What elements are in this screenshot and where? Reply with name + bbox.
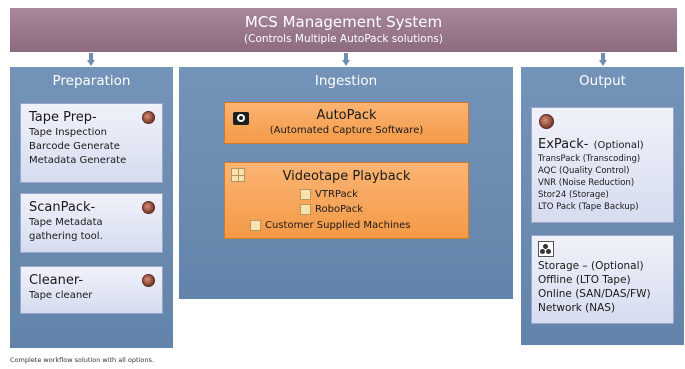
- autopack-subtitle: (Automated Capture Software): [269, 125, 424, 136]
- vtrpack-icon: [300, 189, 311, 200]
- robopack-icon: [300, 204, 311, 215]
- banner-title: MCS Management System: [244, 13, 443, 31]
- tape-prep-card: Tape Prep- Tape Inspection Barcode Gener…: [20, 103, 163, 183]
- storage-icon: [538, 241, 554, 257]
- expack-optional-note: (Optional): [593, 140, 644, 151]
- autopack-box: AutoPack (Automated Capture Software): [224, 102, 469, 144]
- storage-card: Storage – (Optional) Offline (LTO Tape) …: [531, 235, 674, 324]
- storage-line: Offline (LTO Tape): [538, 274, 631, 286]
- scanpack-card: ScanPack- Tape Metadata gathering tool.: [20, 193, 163, 253]
- expack-line: AQC (Quality Control): [538, 166, 630, 176]
- preparation-column: Preparation Tape Prep- Tape Inspection B…: [10, 67, 173, 348]
- preparation-title: Preparation: [52, 73, 131, 89]
- vtrpack-label: VTRPack: [315, 189, 358, 200]
- customer-machines-item: Customer Supplied Machines: [250, 219, 410, 232]
- connector-arrow-ingestion: [342, 53, 350, 67]
- connector-arrow-preparation: [87, 53, 95, 67]
- scanpack-line: Tape Metadata: [29, 217, 103, 228]
- cleaner-line: Tape cleaner: [29, 290, 93, 301]
- tape-prep-badge-icon: [142, 111, 155, 124]
- expack-line: TransPack (Transcoding): [538, 154, 641, 164]
- robopack-label: RoboPack: [315, 204, 364, 215]
- storage-line: Storage – (Optional): [538, 260, 644, 272]
- expack-line: Stor24 (Storage): [538, 190, 609, 200]
- autopack-heading: AutoPack: [316, 108, 377, 123]
- expack-heading: ExPack-: [538, 137, 589, 152]
- connector-arrow-output: [599, 53, 607, 67]
- ingestion-title: Ingestion: [314, 73, 378, 89]
- customer-machines-label: Customer Supplied Machines: [265, 220, 411, 231]
- storage-line: Network (NAS): [538, 302, 616, 314]
- vtrpack-item: VTRPack: [300, 188, 358, 201]
- ingestion-column: Ingestion AutoPack (Automated Capture So…: [179, 67, 513, 299]
- cleaner-card: Cleaner- Tape cleaner: [20, 266, 163, 314]
- tape-prep-line: Tape Inspection: [29, 127, 107, 138]
- banner-subtitle: (Controls Multiple AutoPack solutions): [244, 33, 443, 45]
- playback-heading: Videotape Playback: [282, 169, 411, 184]
- expack-line: VNR (Noise Reduction): [538, 178, 635, 188]
- camera-icon: [233, 112, 249, 125]
- robopack-item: RoboPack: [300, 203, 363, 216]
- output-title: Output: [579, 73, 626, 89]
- expack-card: ExPack- (Optional) TransPack (Transcodin…: [531, 107, 674, 223]
- cleaner-heading: Cleaner-: [29, 273, 84, 288]
- expack-badge-icon: [539, 114, 554, 129]
- storage-line: Online (SAN/DAS/FW): [538, 288, 651, 300]
- output-column: Output ExPack- (Optional) TransPack (Tra…: [521, 67, 684, 345]
- scanpack-heading: ScanPack-: [29, 200, 96, 215]
- videotape-playback-box: Videotape Playback VTRPack RoboPack Cust…: [224, 162, 469, 239]
- scanpack-line: gathering tool.: [29, 231, 103, 242]
- customer-machines-icon: [250, 220, 261, 231]
- machine-icon: [231, 168, 245, 182]
- tape-prep-line: Barcode Generate: [29, 141, 120, 152]
- cleaner-badge-icon: [142, 274, 155, 287]
- tape-prep-heading: Tape Prep-: [29, 110, 97, 125]
- management-system-banner: MCS Management System (Controls Multiple…: [10, 8, 677, 52]
- footer-caption: Complete workflow solution with all opti…: [10, 356, 154, 364]
- scanpack-badge-icon: [142, 201, 155, 214]
- tape-prep-line: Metadata Generate: [29, 155, 127, 166]
- expack-line: LTO Pack (Tape Backup): [538, 202, 639, 212]
